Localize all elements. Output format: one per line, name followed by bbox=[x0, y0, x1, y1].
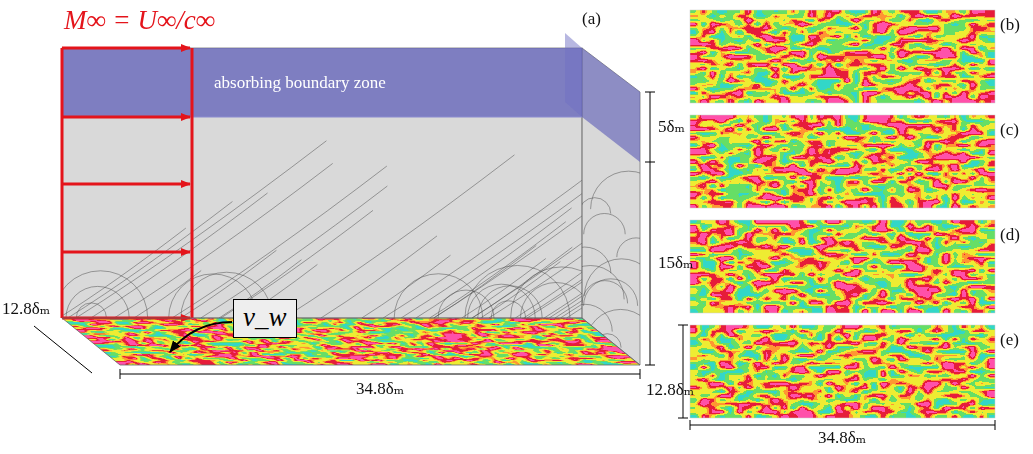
wall-velocity-box: v_w bbox=[233, 299, 297, 338]
panel-letter: (b) bbox=[1000, 16, 1020, 35]
absorbing-zone: absorbing boundary zone bbox=[62, 48, 582, 117]
dimension: 12.8δₘ bbox=[2, 300, 50, 319]
dimension: 34.8δₘ bbox=[356, 380, 404, 399]
dimension: 15δₘ bbox=[658, 254, 693, 273]
panel-letter: (e) bbox=[1000, 331, 1019, 350]
dimension: 12.8δₘ bbox=[646, 381, 694, 400]
node-text: absorbing boundary zone bbox=[214, 73, 386, 93]
panel-letter: (a) bbox=[582, 10, 601, 29]
dimension: 34.8δₘ bbox=[818, 429, 866, 448]
dimension: 5δₘ bbox=[658, 118, 685, 137]
panel-letter: (c) bbox=[1000, 121, 1019, 140]
panel-letter: (d) bbox=[1000, 226, 1020, 245]
node-text: v_w bbox=[243, 302, 287, 333]
mach-number: M∞ = U∞/c∞ bbox=[64, 6, 215, 36]
